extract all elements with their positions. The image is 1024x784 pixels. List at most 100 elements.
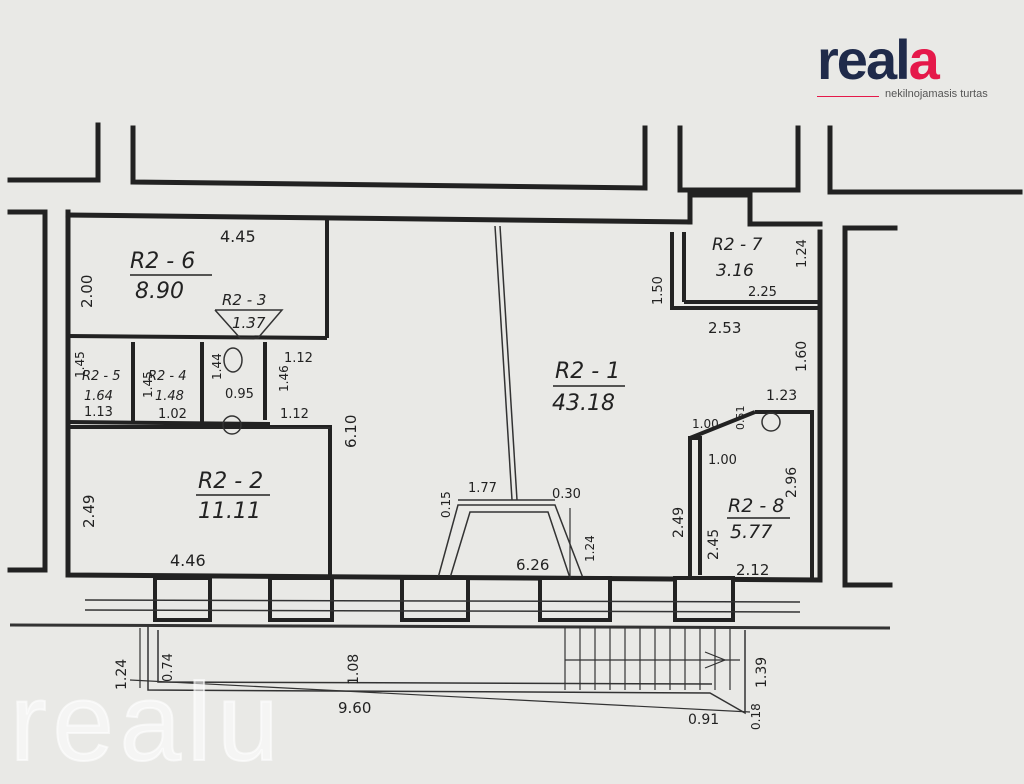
wall-left-outer [7,209,48,573]
window-3 [400,576,470,622]
funnel-mark [214,309,284,339]
dimension-labels: 4.45 2.00 1.12 1.46 0.95 1.44 1.45 1.45 … [73,227,810,730]
interior-walls [67,220,820,578]
dim-label: 0.95 [225,387,254,402]
dim-label: 1.50 [651,276,666,305]
wall-top-right [677,125,801,193]
dim-label: 1.77 [468,481,497,496]
room-r4-name: R2 - 4 [148,369,187,384]
window-2 [268,576,334,622]
dim-label: 4.46 [170,551,206,570]
facade-base [9,623,891,630]
stair-arrow [704,651,727,669]
dim-label: 1.44 [210,353,224,380]
exterior-walls [7,122,1023,588]
dim-label: 0.30 [552,487,581,502]
dim-label: 0.74 [161,653,176,682]
dim-label: 0.91 [688,712,719,728]
dim-label: 1.23 [766,388,797,404]
watermark: realu [9,661,285,784]
dim-label: 1.60 [794,341,810,372]
dim-label: 1.24 [114,659,130,690]
thin-lines [214,225,781,579]
dim-label: 1.02 [158,407,187,422]
dim-label: 2.45 [706,529,722,560]
dim-line-960 [129,679,751,713]
outside-stairs [564,628,740,690]
dim-label: 6.10 [342,415,360,448]
room-r8-area: 5.77 [730,521,772,543]
shower-symbol [761,412,781,432]
room-r4-area: 1.48 [155,389,184,404]
interior-line-2 [499,225,518,501]
facade-line-2 [84,609,801,613]
room-r2-name: R2 - 2 [198,469,263,494]
windows [153,576,735,622]
room-r3-name: R2 - 3 [222,291,266,309]
dim-label: 1.12 [280,407,309,422]
dim-label: 2.00 [78,275,96,308]
dim-label: 2.49 [671,507,687,538]
dim-label: 2.96 [784,467,800,498]
dim-label: 1.00 [708,453,737,468]
wall-right-outer [842,225,893,588]
logo-main-text: real [817,28,911,91]
dim-label: 2.49 [80,495,98,528]
dim-label: 1.12 [284,351,313,366]
toilet-symbol [223,347,243,373]
dim-label: 1.24 [795,239,810,268]
window-1 [153,576,212,622]
room-r2-area: 11.11 [198,499,261,524]
interior-line [494,225,513,501]
wall-r8-top [755,410,814,578]
facade-line-1 [84,599,801,603]
floor-plan-drawing: R2 - 6 8.90 R2 - 3 1.37 R2 - 4 1.48 R2 -… [7,122,1023,730]
dim-label: 6.26 [516,556,549,574]
dim-label: 4.45 [220,227,256,246]
room-r7-area: 3.16 [716,261,754,281]
floor-plan: R2 - 6 8.90 R2 - 3 1.37 R2 - 4 1.48 R2 -… [7,28,1023,779]
stair-well [437,504,584,579]
room-r1-area: 43.18 [552,391,615,416]
dim-label: 2.53 [708,319,741,337]
wall-top-middle [130,125,648,191]
dim-label: 1.24 [583,535,597,562]
dim-label: 0.51 [734,406,747,431]
dim-label: 1.13 [84,405,113,420]
wall-top-left [7,122,101,183]
room-r6-name: R2 - 6 [130,249,195,274]
room-r1-name: R2 - 1 [555,359,620,384]
window-4 [538,576,612,622]
dimension-lines [129,427,751,713]
room-r3-area: 1.37 [232,314,266,332]
dim-label: 0.15 [439,491,453,518]
dim-label: 1.00 [692,417,719,431]
dim-label: 1.46 [277,365,291,392]
wall-r8-diagonal [689,410,756,440]
room-r7-name: R2 - 7 [712,235,763,255]
wall-r8-left [688,436,702,578]
terrace-outline [147,625,746,715]
wall-r7 [670,232,820,310]
wall-r6-bottom [67,334,328,340]
stair-well-inner [449,511,571,579]
window-5 [673,576,735,622]
dim-label: 2.12 [736,561,769,579]
room-r5-name: R2 - 5 [82,369,121,384]
dim-label: 2.25 [748,285,777,300]
wall-apartment-top [65,212,693,225]
logo-tagline: nekilnojamasis turtas [885,88,988,100]
dim-label: 1.45 [73,351,87,378]
room-r5-area: 1.64 [84,389,113,404]
logo-wordmark: reala [817,28,940,92]
wall-wet-bottom [67,420,271,426]
room-labels: R2 - 6 8.90 R2 - 3 1.37 R2 - 4 1.48 R2 -… [82,235,790,543]
room-r8-name: R2 - 8 [728,495,784,517]
dim-label: 1.45 [141,371,155,398]
toilet-riser [222,415,242,435]
logo-underline [817,96,879,97]
logo-accent-letter: a [908,28,940,91]
wall-entry-box [687,192,753,227]
wall-top-far-right [827,125,1023,195]
dim-label: 1.39 [754,657,770,688]
